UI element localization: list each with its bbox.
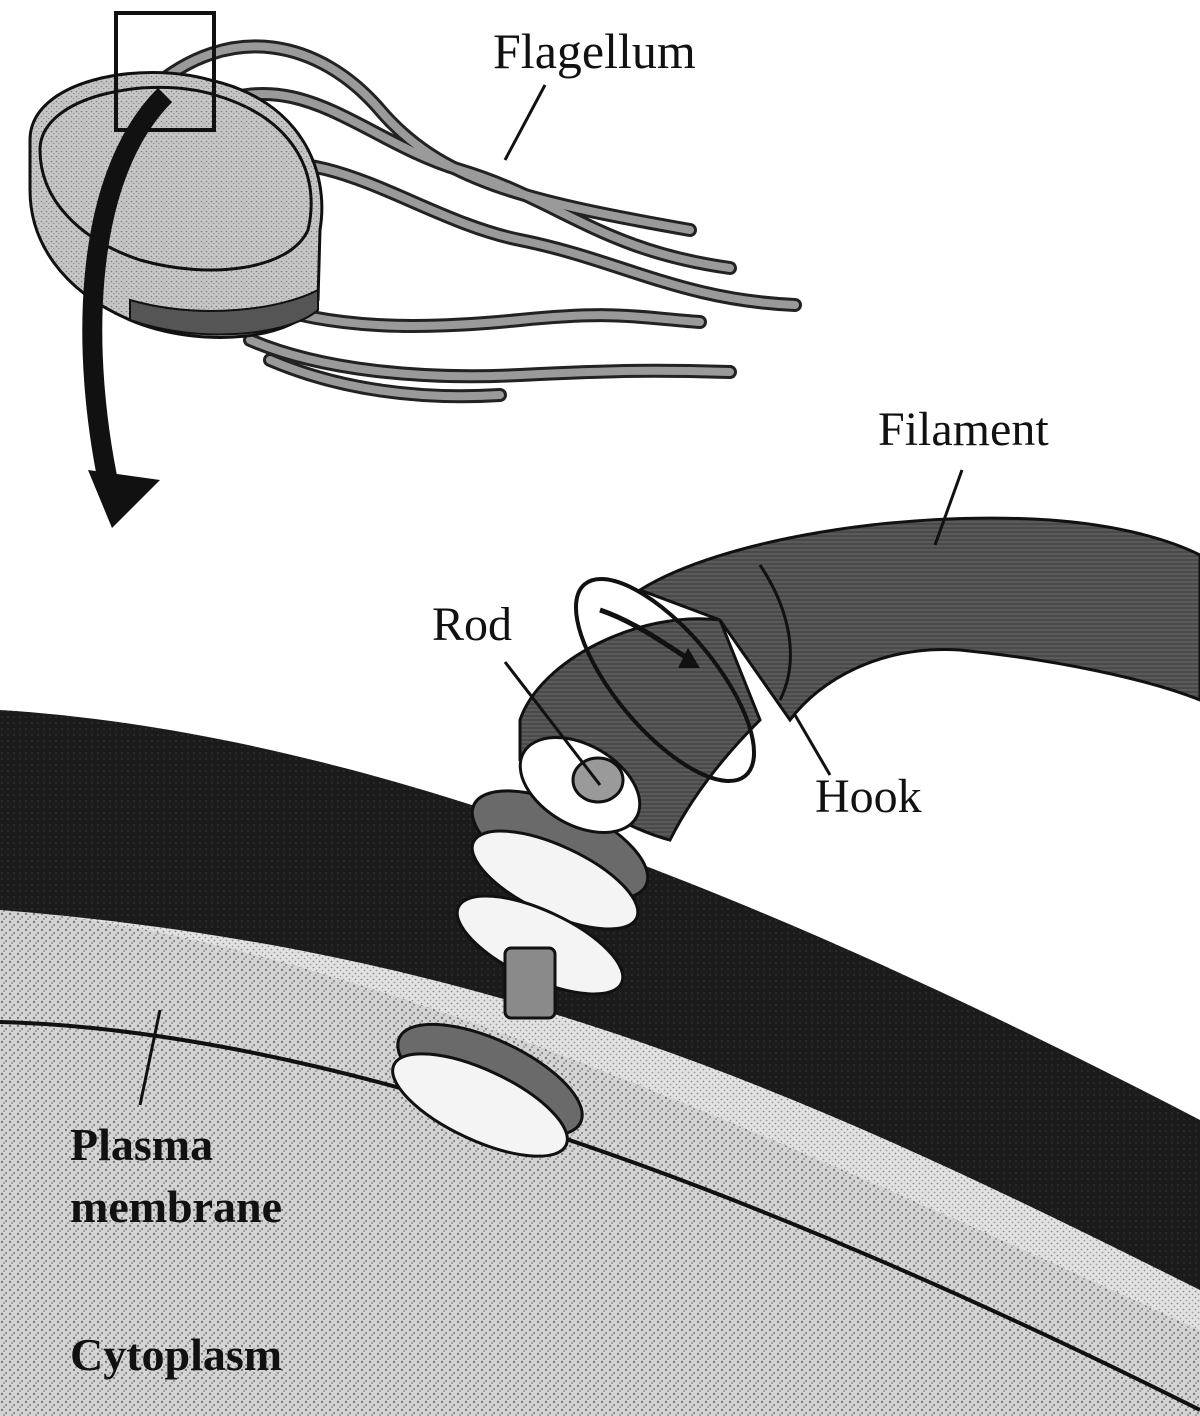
label-flagellum: Flagellum [493,23,696,79]
leader-flagellum [505,85,545,160]
leader-hook [795,715,830,775]
label-hook: Hook [815,770,922,823]
bacterium-overview: Flagellum [30,13,795,528]
arrow-head-icon [88,470,160,528]
label-plasma-membrane-line2: membrane [70,1181,282,1232]
label-plasma-membrane-line1: Plasma [70,1119,213,1170]
label-rod: Rod [432,598,512,651]
label-cytoplasm: Cytoplasm [70,1329,282,1380]
cell-body [30,73,322,338]
label-filament: Filament [878,403,1049,456]
cell-cross-section: Filament Rod Hook Plasma membrane Cytopl… [0,403,1200,1416]
